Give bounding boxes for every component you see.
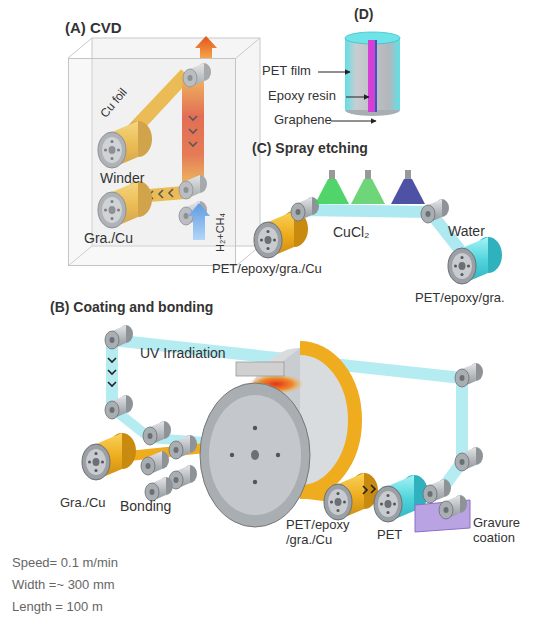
part-label: PET [377,528,402,543]
bonding-drum [230,453,234,457]
part-label: PET film [262,64,311,79]
film-cylinder [368,40,375,112]
spec-note: Length = 100 m [12,600,103,615]
etching-line [365,170,371,179]
bonding-line [455,447,483,471]
bonding-drum [253,426,257,430]
bonding-drum [200,383,310,527]
output-rolls [363,486,367,494]
etching-line [315,179,349,204]
bonding-line [108,358,116,362]
panel-heading: (A) CVD [65,19,122,36]
bonding-line [108,382,116,386]
part-label: PET/epoxy/gra./Cu [212,262,322,277]
part-label: Winder [100,170,144,186]
part-label: UV Irradiation [140,345,226,361]
bonding-line [169,465,197,489]
bonding-line [105,325,133,349]
cvd-chamber-back [68,38,92,58]
part-label: (B) Coating and bonding [50,299,213,315]
bonding-drum [209,395,301,515]
cvd-chamber-back [236,38,260,58]
film-cylinder [318,72,350,73]
part-label: Bonding [120,498,171,514]
part-label: (D) [354,6,373,22]
part-label: PET/epoxy /gra./Cu [286,518,358,548]
part-label: Graphene [274,113,332,128]
bonding-line [455,363,483,387]
output-rolls [371,485,375,493]
film-cylinder [346,97,369,98]
etching-line [351,179,385,204]
bonding-line [143,421,171,445]
bonding-drum [253,480,257,484]
part-label: Epoxy resin [268,89,336,104]
film-cylinder [331,121,376,122]
spec-note: Speed= 0.1 m/min [12,556,118,571]
film-cylinder [318,32,400,121]
part-label: PET/epoxy/gra. [415,291,505,306]
part-label: (C) Spray etching [252,140,368,156]
bonding-line [141,451,169,475]
output-rolls [423,479,451,503]
part-label: Water [448,223,485,239]
part-label: H₂+CH₄ [214,213,227,252]
etching-line [329,170,335,179]
bonding-line [105,395,133,419]
etching-line [291,197,319,221]
part-label: Gravure coation [473,516,539,546]
part-label: Gra./Cu [84,230,133,246]
etching-line [405,170,411,179]
bonding-drum [251,450,259,460]
etching-line [391,179,425,204]
etching-line [448,237,502,284]
bonding-line [145,477,173,501]
bonding-line [82,433,136,480]
bonding-drum [276,453,280,457]
output-rolls [324,473,378,520]
bonding-drum [236,362,284,376]
part-label: Gra./Cu [60,496,106,511]
etching-line [421,199,449,223]
film-cylinder [375,40,377,112]
bonding-line [108,370,116,374]
gas-arrows [195,36,217,58]
bonding-line [169,435,197,459]
spec-note: Width =~ 300 mm [12,578,115,593]
part-label: CuCl₂ [333,224,370,240]
output-rolls [439,495,467,519]
cvd-chamber-back [68,38,260,266]
